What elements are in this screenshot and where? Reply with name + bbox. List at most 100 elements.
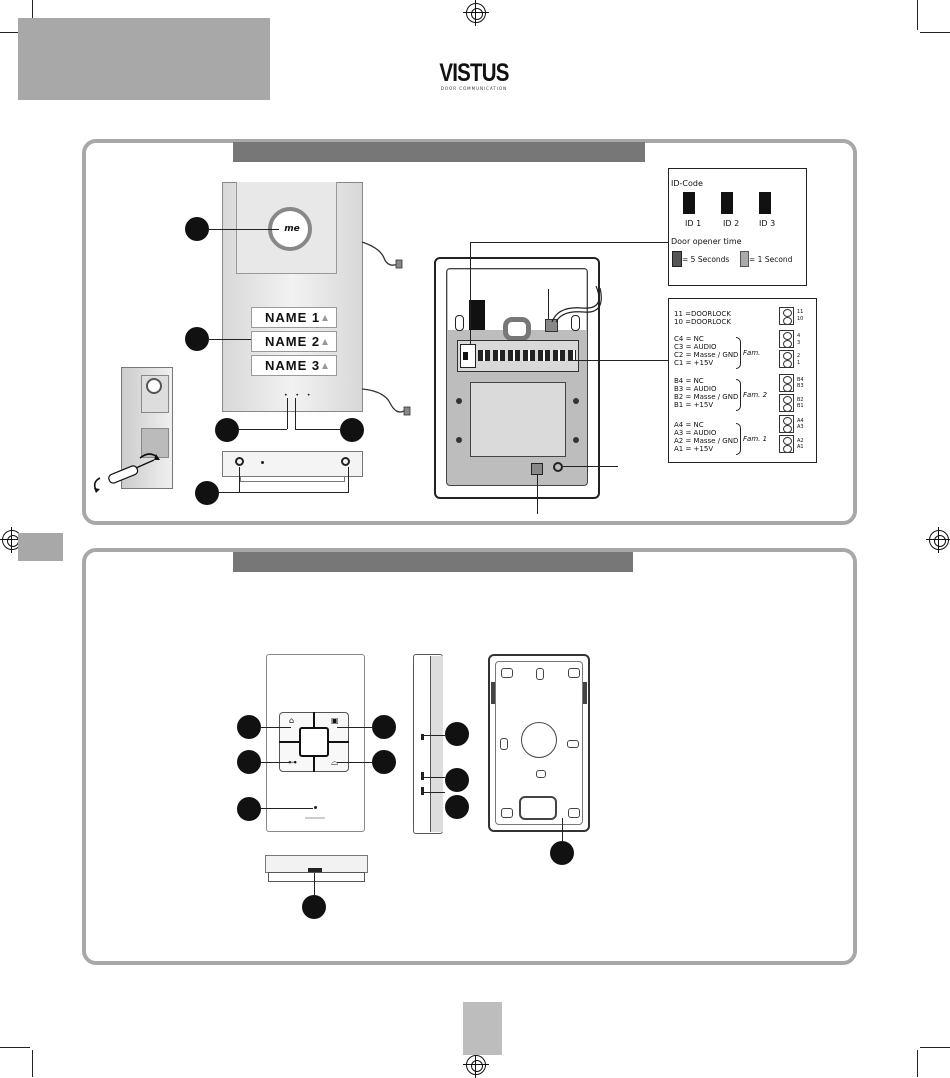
leader-line bbox=[337, 762, 372, 763]
callout-marker bbox=[372, 750, 396, 774]
leader-line bbox=[295, 429, 340, 430]
brace bbox=[736, 379, 741, 411]
id2-switch bbox=[721, 192, 733, 214]
connector-small bbox=[545, 319, 558, 332]
b1: B1 = +15V bbox=[674, 401, 714, 409]
brand-name: VISTUS bbox=[439, 59, 509, 87]
brace bbox=[736, 423, 741, 455]
wire-ring bbox=[503, 317, 531, 341]
id3-switch bbox=[759, 192, 771, 214]
b2: B2 = Masse / GND bbox=[674, 393, 739, 401]
terminal-label: 3 bbox=[797, 340, 801, 346]
terminal-label: B4 bbox=[797, 377, 804, 383]
door-opener-title: Door opener time bbox=[671, 237, 742, 246]
name-button-1[interactable]: NAME 1 bbox=[251, 307, 337, 328]
mount-rect-opening bbox=[519, 796, 557, 820]
leader-line bbox=[261, 762, 291, 763]
option-5-seconds: = 5 Seconds bbox=[682, 255, 730, 264]
callout-marker bbox=[340, 418, 364, 442]
a4: A4 = NC bbox=[674, 421, 704, 429]
name-label: NAME 2 bbox=[265, 334, 321, 349]
terminal-label: B2 bbox=[797, 397, 804, 403]
leader-line bbox=[348, 467, 349, 492]
callout-marker bbox=[445, 795, 469, 819]
b4: B4 = NC bbox=[674, 377, 704, 385]
terminal-label: 11 bbox=[797, 309, 804, 315]
terminal-label: B1 bbox=[797, 403, 804, 409]
door-icon[interactable]: ▣ bbox=[331, 716, 339, 725]
id-code-box bbox=[668, 168, 807, 286]
option-1-second: = 1 Second bbox=[749, 255, 793, 264]
brace bbox=[736, 337, 741, 369]
terminal-label: A2 bbox=[797, 438, 804, 444]
callout-marker bbox=[215, 418, 239, 442]
a2: A2 = Masse / GND bbox=[674, 437, 739, 445]
a3: A3 = AUDIO bbox=[674, 429, 717, 437]
camera-logo: me bbox=[284, 224, 300, 234]
bell-icon[interactable]: ⌂ bbox=[289, 716, 295, 725]
leader-line bbox=[563, 466, 618, 467]
side-switch bbox=[421, 787, 424, 795]
section-title-bar-bottom bbox=[233, 552, 633, 572]
callout-marker bbox=[550, 841, 574, 865]
leader-line bbox=[470, 242, 670, 243]
fam2-label: Fam. 2 bbox=[743, 391, 768, 399]
name-button-3[interactable]: NAME 3 bbox=[251, 355, 337, 376]
mount-side-tab bbox=[491, 682, 495, 704]
switch-1s-icon bbox=[740, 251, 749, 267]
bottom-screw-left bbox=[235, 457, 244, 466]
callout-marker bbox=[185, 327, 209, 351]
mount-screw-slot bbox=[568, 808, 580, 818]
c4: C4 = NC bbox=[674, 335, 704, 343]
mount-slot bbox=[500, 738, 508, 750]
small-buttons bbox=[141, 428, 169, 458]
terminal-label: B3 bbox=[797, 383, 804, 389]
crop-mark bbox=[917, 1050, 918, 1077]
id-code-title: ID-Code bbox=[671, 179, 703, 188]
name-label: NAME 3 bbox=[265, 358, 321, 373]
mount-side-tab bbox=[583, 682, 587, 704]
brand-tagline: DOOR COMMUNICATION bbox=[440, 86, 508, 91]
leader-line bbox=[470, 242, 471, 344]
bell-icon bbox=[322, 363, 328, 369]
callout-marker bbox=[195, 481, 219, 505]
switch-5s-icon bbox=[672, 251, 682, 267]
leader-line bbox=[295, 398, 296, 429]
leader-line bbox=[239, 429, 287, 430]
side-button bbox=[421, 734, 424, 740]
bottom-lip bbox=[240, 476, 345, 482]
terminal bbox=[779, 394, 794, 412]
leader-line bbox=[314, 873, 315, 895]
key-icon[interactable]: ⊶ bbox=[288, 758, 297, 768]
terminal-label: A3 bbox=[797, 424, 804, 430]
leader-line bbox=[424, 792, 445, 793]
leader-line bbox=[572, 360, 668, 361]
terminal-label: 2 bbox=[797, 353, 801, 359]
callout-marker bbox=[445, 722, 469, 746]
bell-icon bbox=[322, 339, 328, 345]
leader-line bbox=[209, 339, 251, 340]
name-button-2[interactable]: NAME 2 bbox=[251, 331, 337, 352]
center-button[interactable] bbox=[299, 727, 329, 757]
mount-slot bbox=[536, 770, 546, 778]
terminal-label: 10 bbox=[797, 316, 804, 322]
mount-hole bbox=[456, 437, 462, 443]
leader-line bbox=[424, 777, 445, 778]
leader-line bbox=[562, 818, 563, 841]
mount-hole bbox=[573, 437, 579, 443]
terminal-label: 1 bbox=[797, 360, 801, 366]
callout-marker bbox=[237, 797, 261, 821]
slot-left bbox=[455, 315, 464, 331]
crop-mark bbox=[920, 32, 950, 33]
id1-switch bbox=[683, 192, 695, 214]
side-tab bbox=[18, 533, 63, 561]
leader-line bbox=[239, 467, 240, 492]
section-panel-bottom bbox=[82, 548, 857, 965]
phone-icon[interactable]: ⌓ bbox=[331, 758, 339, 768]
callout-marker bbox=[237, 715, 261, 739]
fam3-label: Fam. bbox=[743, 349, 761, 357]
terminal bbox=[779, 435, 794, 453]
bottom-port bbox=[308, 868, 322, 872]
callout-marker bbox=[237, 750, 261, 774]
terminal-label: A1 bbox=[797, 444, 804, 450]
